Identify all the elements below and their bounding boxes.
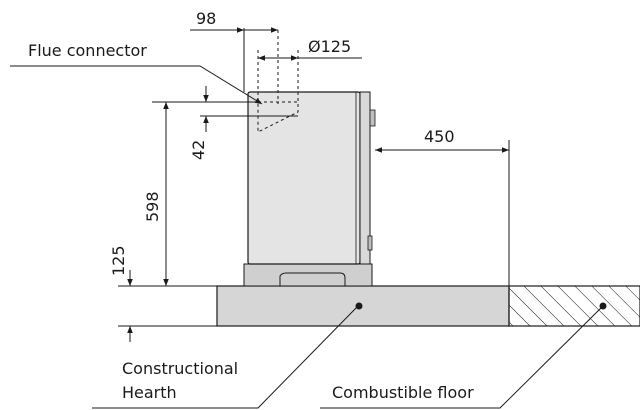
dimension-hearth-height: 125 <box>109 245 217 342</box>
hearth-label-line1: Constructional <box>122 359 238 378</box>
stove-lower-handle <box>367 235 373 251</box>
dimension-flue-offset: 98 <box>190 9 278 92</box>
dimension-flue-height-label: 42 <box>189 140 208 160</box>
stove-body <box>247 91 361 265</box>
dimension-flue-diameter-label: Ø125 <box>308 37 351 56</box>
dimension-clearance: 450 <box>375 127 510 286</box>
dimension-flue-offset-label: 98 <box>196 9 216 28</box>
stove-foot-arch <box>279 272 346 286</box>
combustible-floor-leader <box>320 305 604 409</box>
hearth-leader <box>92 305 359 409</box>
combustible-floor-label: Combustible floor <box>332 383 474 402</box>
dimension-hearth-height-label: 125 <box>109 245 128 276</box>
dimension-flue-diameter: Ø125 <box>258 37 362 61</box>
hearth-label-line2: Hearth <box>122 383 177 402</box>
combustible-floor <box>508 285 640 327</box>
flue-connector-outline <box>257 101 299 133</box>
dimension-clearance-label: 450 <box>424 127 455 146</box>
flue-connector-label: Flue connector <box>28 41 147 60</box>
flue-connector-leader <box>10 65 263 105</box>
dimension-stove-height: 598 <box>143 101 200 286</box>
stove-handle <box>369 109 376 127</box>
dimension-stove-height-label: 598 <box>143 191 162 222</box>
stove <box>243 30 376 287</box>
constructional-hearth <box>216 285 510 327</box>
hearth-marker-dot <box>355 302 363 310</box>
dimension-flue-height: 42 <box>189 86 298 160</box>
stove-door-edge <box>359 91 371 265</box>
stove-plinth <box>243 263 373 287</box>
